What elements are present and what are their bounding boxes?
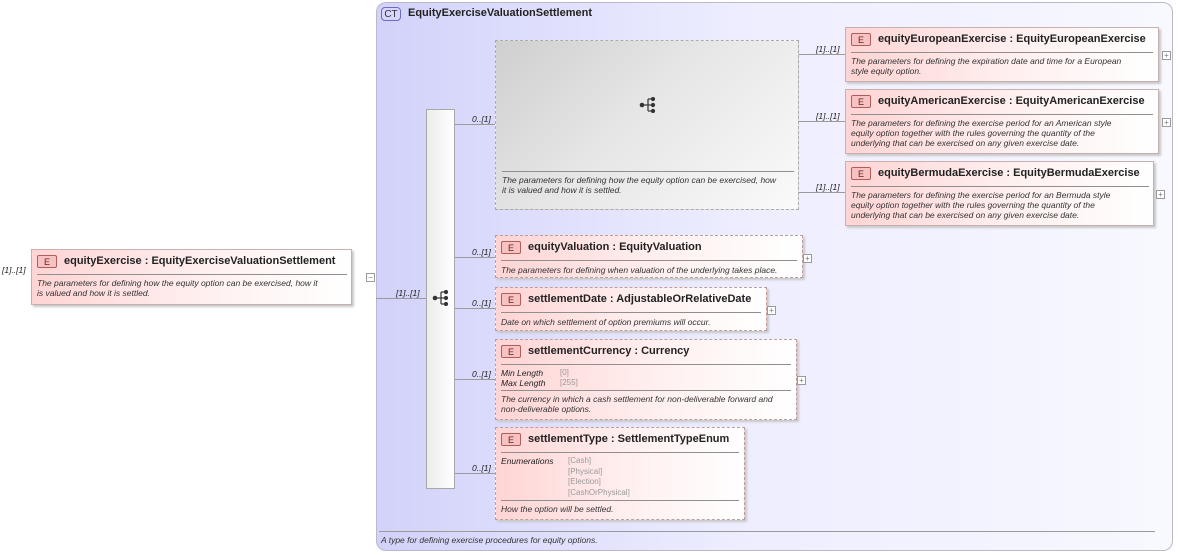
child-cardinality: [1]..[1] <box>816 111 840 121</box>
connector <box>455 473 495 474</box>
choice-cardinality: 0..[1] <box>472 114 491 124</box>
choice-compositor[interactable]: The parameters for defining how the equi… <box>495 40 799 210</box>
element-description: Date on which settlement of option premi… <box>501 317 711 327</box>
element-equity-valuation[interactable]: E equityValuation : EquityValuation The … <box>495 235 803 278</box>
root-element-equity-exercise[interactable]: E equityExercise : EquityExerciseValuati… <box>31 249 352 305</box>
element-badge: E <box>851 95 871 108</box>
element-equity-bermuda-exercise[interactable]: E equityBermudaExercise : EquityBermudaE… <box>845 161 1154 226</box>
complex-type-title: EquityExerciseValuationSettlement <box>408 7 593 19</box>
facet-key: Max Length <box>501 378 546 388</box>
expand-icon[interactable]: + <box>767 306 776 315</box>
enumeration-list: [Cash][Physical][Election][CashOrPhysica… <box>568 456 630 497</box>
element-divider <box>37 274 347 275</box>
choice-icon <box>639 97 656 113</box>
complex-type-divider <box>379 531 1155 532</box>
child-cardinality: [1]..[1] <box>816 182 840 192</box>
element-divider <box>501 452 739 453</box>
expand-icon[interactable]: + <box>1162 118 1171 127</box>
element-divider <box>501 312 761 313</box>
element-name: equityExercise : EquityExerciseValuation… <box>64 255 336 267</box>
element-cardinality: 0..[1] <box>472 369 491 379</box>
sequence-cardinality: [1]..[1] <box>396 288 420 298</box>
root-cardinality: [1]..[1] <box>2 265 26 275</box>
element-description: The parameters for defining the exercise… <box>851 118 1112 148</box>
element-description: The parameters for defining how the equi… <box>37 278 318 298</box>
element-description: The parameters for defining the exercise… <box>851 190 1111 220</box>
element-badge: E <box>501 433 521 446</box>
element-name: settlementDate : AdjustableOrRelativeDat… <box>528 293 752 305</box>
element-divider <box>501 260 797 261</box>
child-cardinality: [1]..[1] <box>816 44 840 54</box>
expand-icon[interactable]: + <box>1156 190 1165 199</box>
element-badge: E <box>851 167 871 180</box>
element-name: settlementCurrency : Currency <box>528 345 690 357</box>
element-divider <box>851 186 1149 187</box>
element-settlement-date[interactable]: E settlementDate : AdjustableOrRelativeD… <box>495 287 767 331</box>
element-cardinality: 0..[1] <box>472 247 491 257</box>
element-badge: E <box>501 241 521 254</box>
expand-icon[interactable]: + <box>1162 51 1171 60</box>
facet-value: [0] <box>560 368 569 377</box>
complex-type-badge: CT <box>381 7 401 21</box>
element-badge: E <box>851 33 871 46</box>
element-name: equityBermudaExercise : EquityBermudaExe… <box>878 167 1140 179</box>
element-divider <box>501 364 791 365</box>
connector <box>455 257 495 258</box>
connector <box>799 54 845 55</box>
element-divider <box>501 500 739 501</box>
choice-description: The parameters for defining how the equi… <box>502 175 777 195</box>
element-name: equityAmericanExercise : EquityAmericanE… <box>878 95 1145 107</box>
element-name: equityEuropeanExercise : EquityEuropeanE… <box>878 33 1146 45</box>
sequence-icon <box>432 290 449 306</box>
element-divider <box>501 390 791 391</box>
element-cardinality: 0..[1] <box>472 463 491 473</box>
element-equity-american-exercise[interactable]: E equityAmericanExercise : EquityAmerica… <box>845 89 1159 154</box>
element-badge: E <box>37 255 57 268</box>
element-cardinality: 0..[1] <box>472 298 491 308</box>
element-settlement-currency[interactable]: E settlementCurrency : Currency Min Leng… <box>495 339 797 420</box>
enumerations-label: Enumerations <box>501 456 554 466</box>
element-badge: E <box>501 293 521 306</box>
facet-key: Min Length <box>501 368 544 378</box>
expand-icon[interactable]: + <box>803 254 812 263</box>
element-equity-european-exercise[interactable]: E equityEuropeanExercise : EquityEuropea… <box>845 27 1159 82</box>
connector <box>455 124 495 125</box>
element-description: The parameters for defining the expirati… <box>851 56 1122 76</box>
collapse-icon[interactable]: − <box>366 273 375 282</box>
element-divider <box>851 114 1153 115</box>
element-name: equityValuation : EquityValuation <box>528 241 702 253</box>
element-description: The currency in which a cash settlement … <box>501 394 773 414</box>
choice-divider <box>502 171 794 172</box>
connector <box>799 192 845 193</box>
element-description: The parameters for defining when valuati… <box>501 265 778 275</box>
facet-value: [255] <box>560 378 578 387</box>
connector <box>455 308 495 309</box>
element-name: settlementType : SettlementTypeEnum <box>528 433 730 445</box>
element-settlement-type[interactable]: E settlementType : SettlementTypeEnum En… <box>495 427 745 520</box>
connector <box>455 379 495 380</box>
element-divider <box>851 52 1153 53</box>
expand-icon[interactable]: + <box>797 376 806 385</box>
complex-type-description: A type for defining exercise procedures … <box>381 535 598 545</box>
connector <box>376 298 426 299</box>
connector <box>799 121 845 122</box>
element-badge: E <box>501 345 521 358</box>
element-description: How the option will be settled. <box>501 504 614 514</box>
